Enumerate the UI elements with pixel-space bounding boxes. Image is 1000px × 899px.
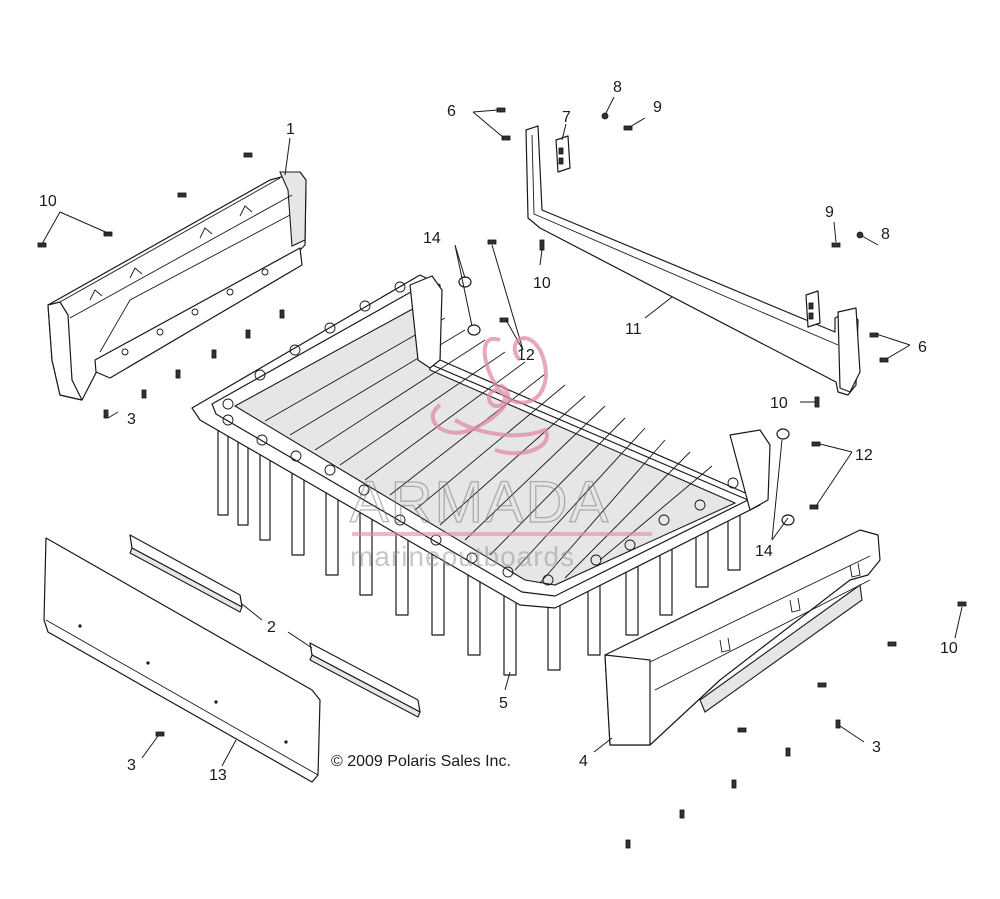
callout-1: 1 bbox=[286, 121, 295, 138]
cargo-box bbox=[191, 274, 771, 676]
callout-14-right: 14 bbox=[755, 543, 773, 560]
left-side-panel bbox=[47, 171, 307, 401]
watermark-tagline: marineoutboards bbox=[350, 541, 575, 572]
callout-12-right: 12 bbox=[855, 447, 873, 464]
callout-11: 11 bbox=[625, 321, 642, 338]
callout-10-center: 10 bbox=[533, 275, 551, 292]
callout-10-right-frame: 10 bbox=[770, 395, 788, 412]
spacer-block-upper bbox=[129, 534, 243, 613]
callout-12-center: 12 bbox=[517, 347, 535, 364]
callout-7: 7 bbox=[562, 109, 571, 126]
callout-5: 5 bbox=[499, 695, 508, 712]
leader-lines bbox=[41, 96, 963, 767]
callout-8-upper: 8 bbox=[613, 79, 622, 96]
bracket-upper bbox=[555, 135, 571, 173]
callout-13: 13 bbox=[209, 767, 227, 784]
callout-6-upper: 6 bbox=[447, 103, 456, 120]
callout-2: 2 bbox=[267, 619, 276, 636]
armada-watermark: ARMADA marineoutboards bbox=[349, 336, 652, 572]
callout-9-upper: 9 bbox=[653, 99, 662, 116]
watermark-logo-icon bbox=[430, 336, 549, 456]
callout-3-right-panel: 3 bbox=[872, 739, 881, 756]
tailgate-panel bbox=[43, 537, 321, 783]
callout-9-lower: 9 bbox=[825, 204, 834, 221]
callout-14-center: 14 bbox=[423, 230, 441, 247]
callout-3-left-panel: 3 bbox=[127, 411, 136, 428]
bracket-lower bbox=[805, 290, 821, 328]
callout-6-lower: 6 bbox=[918, 339, 927, 356]
callout-3-tailgate: 3 bbox=[127, 757, 136, 774]
fasteners bbox=[37, 107, 967, 849]
rear-frame-bar bbox=[525, 125, 861, 396]
right-side-panel bbox=[604, 529, 881, 746]
callout-4: 4 bbox=[579, 753, 588, 770]
copyright-notice: © 2009 Polaris Sales Inc. bbox=[331, 753, 511, 770]
callout-labels: 1 2 3 3 3 4 5 6 6 7 8 8 9 9 10 10 10 10 … bbox=[39, 79, 958, 784]
callout-8-lower: 8 bbox=[881, 226, 890, 243]
callout-10-left: 10 bbox=[39, 193, 57, 210]
callout-10-far-right: 10 bbox=[940, 640, 958, 657]
spacer-block-lower bbox=[309, 642, 421, 718]
watermark-brand: ARMADA bbox=[350, 470, 610, 535]
